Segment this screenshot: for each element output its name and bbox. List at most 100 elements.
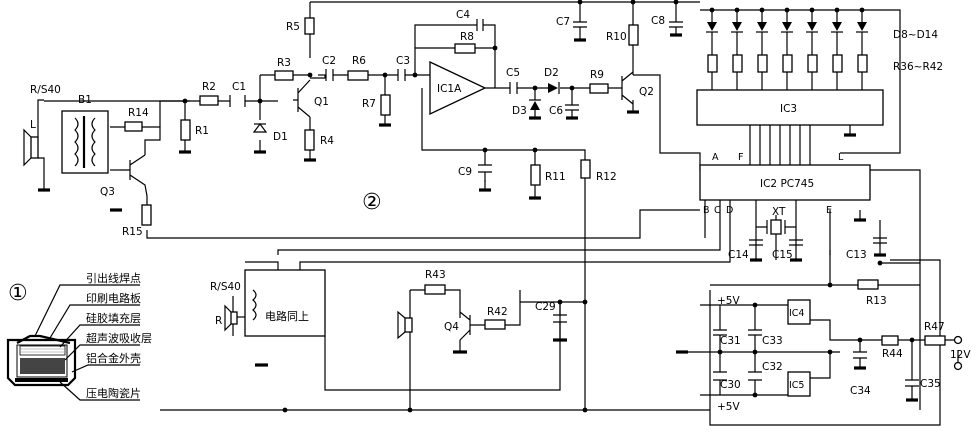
svg-text:R42: R42 [487, 306, 508, 318]
svg-text:R7: R7 [362, 98, 376, 110]
transistor-q3: Q3 R15 [100, 127, 161, 238]
svg-text:IC5: IC5 [789, 380, 804, 391]
svg-text:E: E [826, 205, 832, 216]
layer-label-4: 超声波吸收层 [86, 331, 152, 345]
capacitor-c29: C29 [535, 301, 567, 323]
svg-text:C: C [714, 205, 721, 216]
svg-text:+5V: +5V [717, 401, 740, 413]
svg-text:IC1A: IC1A [437, 83, 462, 95]
svg-text:IC2 PC745: IC2 PC745 [760, 178, 814, 190]
svg-text:R: R [215, 315, 222, 327]
diode-resistor-column-1 [706, 10, 718, 90]
ic3-to-ic2-bus [749, 125, 851, 165]
capacitor-c9: C9 [458, 164, 492, 178]
transistor-q4: Q4 [444, 310, 471, 341]
svg-text:R12: R12 [596, 171, 617, 183]
section-marker-2: ② [362, 190, 382, 215]
junction-dots [182, 0, 915, 413]
svg-text:B: B [703, 205, 710, 216]
diode-resistor-column-5 [806, 10, 818, 90]
transistor-q1: Q1 [293, 79, 329, 118]
svg-text:D: D [726, 205, 733, 216]
wiring [37, 1, 959, 426]
svg-text:+5V: +5V [717, 295, 740, 307]
svg-text:IC4: IC4 [789, 308, 804, 319]
svg-text:C6: C6 [549, 105, 563, 117]
svg-text:R5: R5 [286, 21, 300, 33]
svg-text:B1: B1 [78, 94, 92, 106]
svg-text:F: F [738, 152, 743, 163]
input-transducer-left: L R/S40 [23, 84, 61, 167]
svg-text:R36~R42: R36~R42 [893, 61, 943, 73]
resistor-r43: R43 [424, 269, 446, 295]
svg-text:C8: C8 [651, 15, 665, 27]
layer-label-5: 铝合金外壳 [86, 351, 141, 365]
svg-text:C13: C13 [846, 249, 867, 261]
svg-text:R14: R14 [128, 107, 149, 119]
svg-text:C3: C3 [396, 55, 410, 67]
resistor-r5: R5 [286, 17, 315, 35]
diode-d1: D1 [252, 123, 288, 143]
capacitor-c5: C5 [506, 67, 520, 79]
speaker [397, 310, 413, 340]
svg-text:C1: C1 [232, 81, 246, 93]
resistor-r7: R7 [362, 94, 391, 116]
resistor-r3: R3 [274, 57, 294, 81]
svg-text:L: L [838, 152, 844, 163]
resistor-r9: R9 [589, 69, 609, 94]
resistor-r2: R2 [199, 81, 219, 106]
resistor-r6: R6 [347, 55, 369, 81]
resistor-r12: R12 [580, 159, 617, 183]
svg-text:R10: R10 [606, 31, 627, 43]
svg-text:R/S40: R/S40 [210, 281, 241, 293]
svg-text:L: L [30, 119, 36, 131]
svg-text:R2: R2 [202, 81, 216, 93]
capacitor-c13: C13 [846, 237, 887, 261]
svg-text:R8: R8 [460, 31, 474, 43]
svg-text:R/S40: R/S40 [30, 84, 61, 96]
layer-label-2: 印刷电路板 [86, 291, 141, 305]
svg-text:D1: D1 [273, 131, 288, 143]
transformer-b1: B1 [61, 94, 109, 174]
svg-text:C15: C15 [772, 249, 793, 261]
capacitor-c1: C1 [232, 81, 246, 93]
layer-label-1: 引出线焊点 [86, 271, 141, 285]
sensor-leader-lines [34, 284, 140, 401]
svg-text:C5: C5 [506, 67, 520, 79]
resistor-r4: R4 [304, 129, 334, 151]
capacitor-c7: C7 [556, 16, 587, 28]
resistor-r42: R42 [484, 306, 508, 330]
svg-text:C4: C4 [456, 9, 470, 21]
svg-text:R4: R4 [320, 135, 334, 147]
svg-text:R3: R3 [277, 57, 291, 69]
ground-symbols [38, 33, 918, 402]
svg-text:Q1: Q1 [314, 96, 329, 108]
diode-resistor-column-2 [731, 10, 743, 90]
svg-text:R15: R15 [122, 226, 143, 238]
capacitor-c3: C3 [396, 55, 410, 67]
svg-text:12V: 12V [950, 349, 971, 361]
svg-text:D8~D14: D8~D14 [893, 29, 938, 41]
svg-text:IC3: IC3 [780, 103, 797, 115]
input-transducer-right: R R/S40 [210, 281, 241, 332]
resistor-r13: R13 [857, 279, 887, 307]
svg-text:A: A [712, 152, 719, 163]
diode-resistor-column-6 [831, 10, 843, 90]
resistor-r10: R10 [606, 24, 639, 46]
svg-text:R47: R47 [924, 321, 945, 333]
opamp-ic1a: IC1A [429, 60, 487, 116]
svg-text:C7: C7 [556, 16, 570, 28]
svg-text:C2: C2 [322, 55, 336, 67]
ic2-pc745: IC2 PC745 A F L B C D E [699, 152, 871, 216]
svg-text:电路同上: 电路同上 [265, 310, 309, 323]
svg-text:C14: C14 [728, 249, 749, 261]
svg-text:C33: C33 [762, 335, 783, 347]
power-supply: +5V +5V IC4 IC5 C31 C33 C30 C32 C34 R44 … [713, 295, 971, 413]
svg-text:C32: C32 [762, 361, 783, 373]
diode-d2: D2 [544, 67, 560, 94]
ic3-array: IC3 D8~D14 R36~R42 [696, 10, 943, 165]
diode-resistor-column-4 [781, 10, 793, 90]
svg-text:C9: C9 [458, 166, 472, 178]
capacitor-c6: C6 [549, 104, 579, 117]
crystal-xt: XT [756, 206, 796, 235]
